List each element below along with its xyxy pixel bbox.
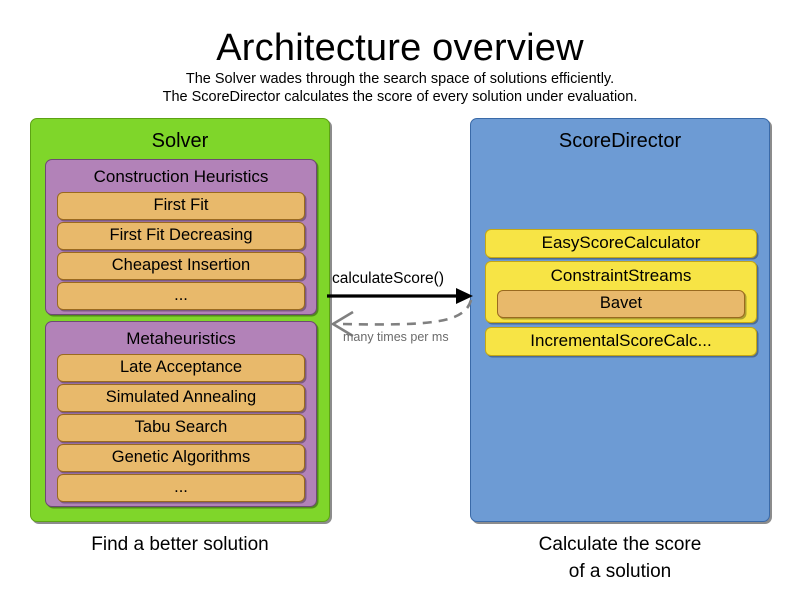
solver-panel: Solver Construction Heuristics First Fit…	[30, 118, 330, 522]
page-title: Architecture overview	[216, 27, 584, 69]
solver-panel-title: Solver	[151, 130, 209, 152]
arrow-group: calculateScore() many times per ms	[325, 260, 480, 360]
metaheuristics-group: Metaheuristics Late Acceptance Simulated…	[45, 321, 317, 507]
calculate-score-arrow-label: calculateScore()	[332, 270, 444, 287]
list-item: Simulated Annealing	[57, 384, 305, 412]
list-item: Late Acceptance	[57, 354, 305, 382]
list-item: First Fit	[57, 192, 305, 220]
list-item: ...	[57, 282, 305, 310]
score-director-panel: ScoreDirector EasyScoreCalculator Constr…	[470, 118, 770, 522]
bavet-box: Bavet	[497, 290, 745, 318]
metaheuristics-items: Late Acceptance Simulated Annealing Tabu…	[57, 354, 305, 502]
response-arrow-head-icon	[330, 310, 354, 338]
many-times-per-ms-arrow-label: many times per ms	[343, 330, 449, 344]
construction-heuristics-title: Construction Heuristics	[93, 167, 269, 186]
list-item: Cheapest Insertion	[57, 252, 305, 280]
incremental-score-calculator-box: IncrementalScoreCalc...	[485, 327, 757, 356]
list-item: Genetic Algorithms	[57, 444, 305, 472]
response-arrow-line	[342, 299, 473, 326]
score-director-caption: Calculate the score of a solution	[470, 531, 770, 585]
construction-heuristics-items: First Fit First Fit Decreasing Cheapest …	[57, 192, 305, 310]
list-item: First Fit Decreasing	[57, 222, 305, 250]
score-director-panel-title: ScoreDirector	[558, 130, 682, 152]
metaheuristics-title: Metaheuristics	[126, 329, 236, 348]
arrow-svg	[327, 288, 473, 338]
subtitle-line-1: The Solver wades through the search spac…	[185, 71, 615, 87]
calculate-score-arrow-head-icon	[456, 288, 473, 304]
construction-heuristics-group: Construction Heuristics First Fit First …	[45, 159, 317, 315]
subtitle-line-2: The ScoreDirector calculates the score o…	[162, 89, 638, 105]
list-item: ...	[57, 474, 305, 502]
list-item: Tabu Search	[57, 414, 305, 442]
constraint-streams-box: ConstraintStreams Bavet	[485, 261, 757, 323]
score-director-caption-line-1: Calculate the score	[538, 534, 702, 555]
easy-score-calculator-box: EasyScoreCalculator	[485, 229, 757, 258]
solver-caption: Find a better solution	[91, 534, 269, 555]
constraint-streams-label: ConstraintStreams	[550, 266, 692, 285]
score-director-caption-line-2: of a solution	[568, 561, 672, 582]
